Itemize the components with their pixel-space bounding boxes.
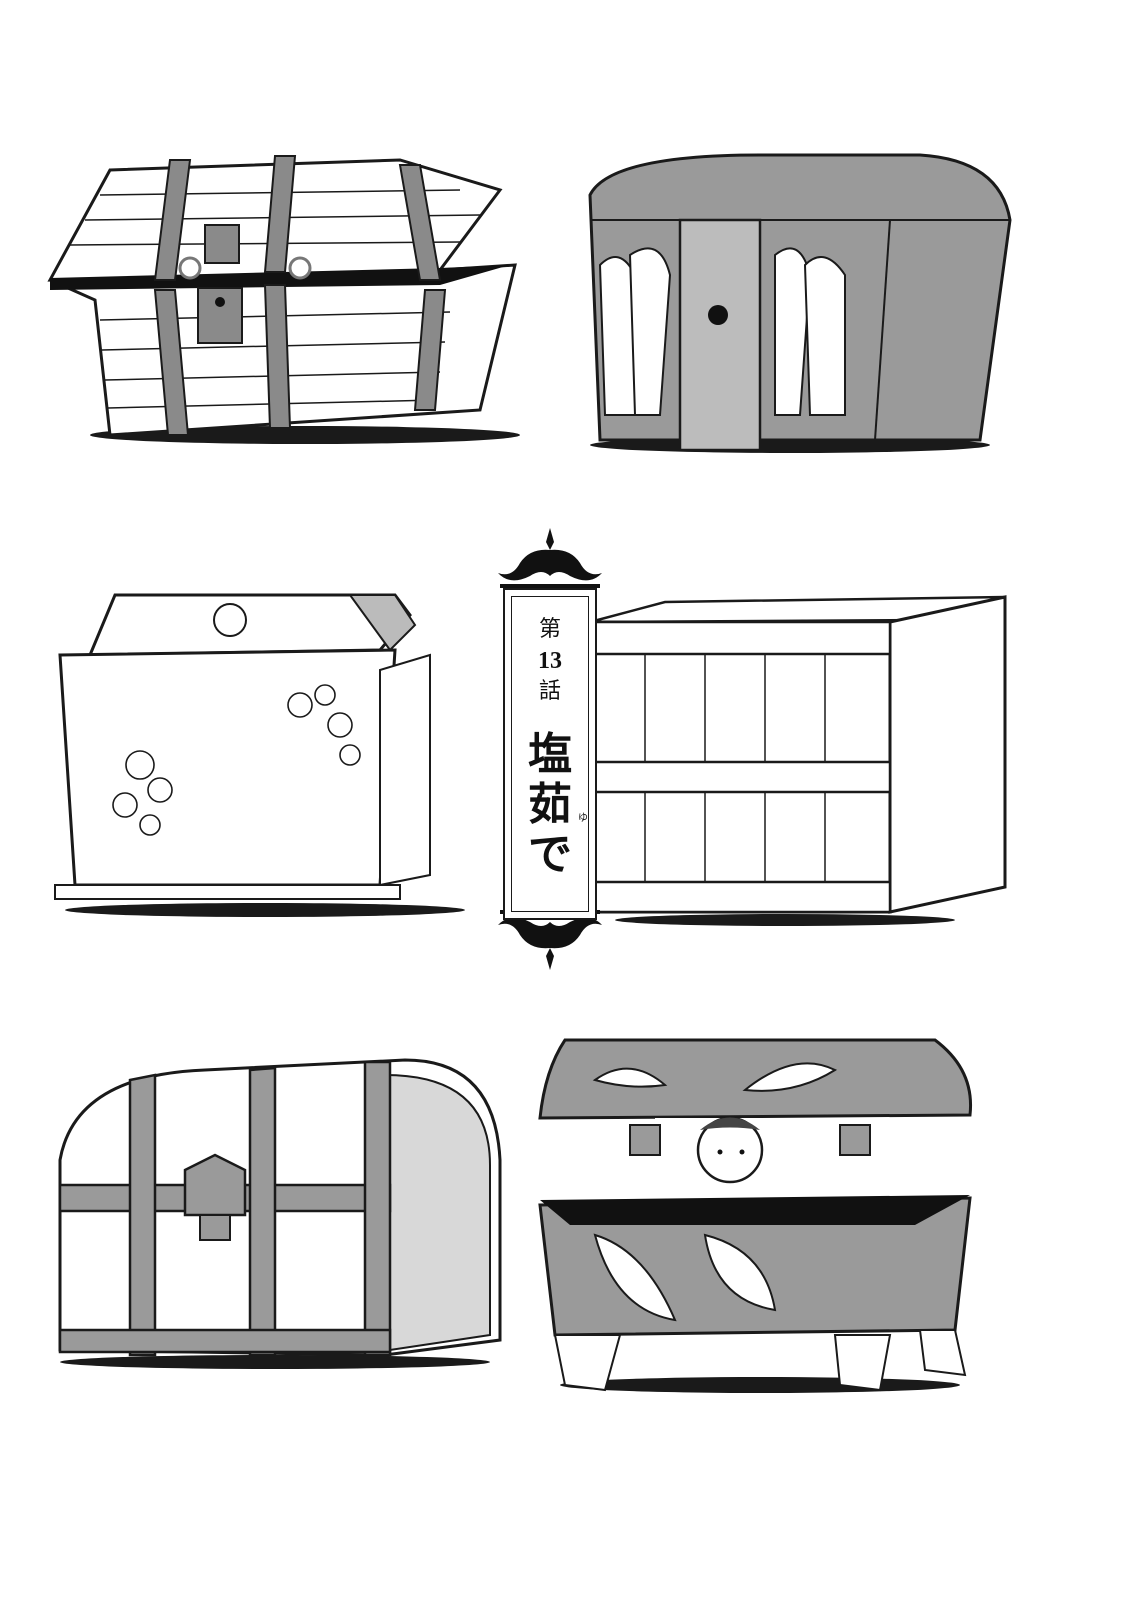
chapter-suffix: 話 bbox=[538, 679, 561, 704]
title-ruby: ゆ bbox=[578, 813, 588, 824]
winged-chest-with-boy bbox=[538, 1038, 973, 1393]
title-char-1: 塩 bbox=[528, 729, 572, 780]
mimic-chest bbox=[47, 155, 520, 444]
griffin-chest bbox=[588, 153, 1012, 453]
title-panel-inner-border: 第 13 話 塩 茹 ゆ で bbox=[511, 596, 589, 912]
chapter-title-panel: 第 13 話 塩 茹 ゆ で bbox=[503, 588, 597, 920]
chapter-prefix: 第 bbox=[538, 617, 561, 642]
chapter-number: 13 bbox=[538, 648, 562, 674]
title-char-2: 茹 bbox=[528, 779, 572, 830]
top-ornament-icon bbox=[498, 528, 602, 588]
title-char-3: で bbox=[528, 829, 572, 880]
wooden-crate bbox=[588, 595, 1007, 926]
iron-banded-chest bbox=[58, 1058, 502, 1369]
floral-chest bbox=[54, 593, 465, 917]
